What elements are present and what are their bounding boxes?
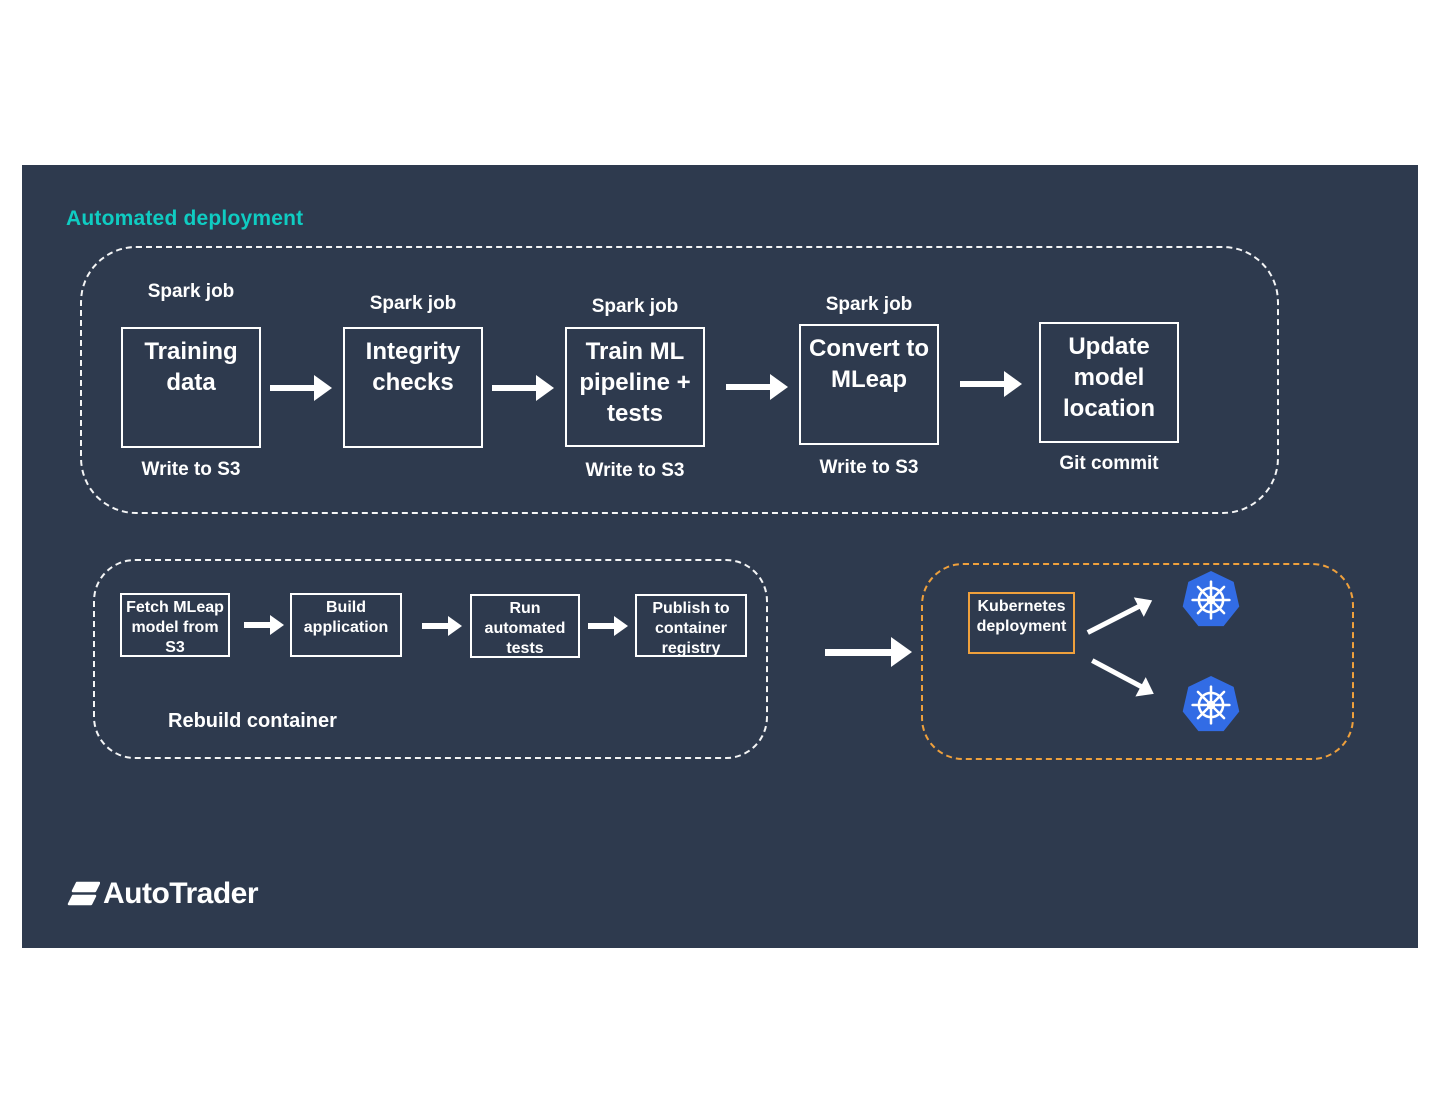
arrow-right-icon	[588, 616, 628, 636]
step-box-publish-registry: Publish to container registry	[635, 594, 747, 657]
step-box-run-tests: Run automated tests	[470, 594, 580, 658]
step-box-fetch-mleap: Fetch MLeap model from S3	[120, 593, 230, 657]
arrow-right-icon	[270, 375, 332, 401]
brand-logo: AutoTrader	[66, 877, 259, 911]
arrow-right-icon	[960, 371, 1022, 397]
station-top-label: Spark job	[591, 296, 679, 317]
arrow-head	[1004, 371, 1022, 397]
station-bottom-label: Write to S3	[819, 457, 919, 478]
station-bottom-label: Write to S3	[585, 460, 685, 481]
arrow-shaft	[825, 649, 894, 656]
arrow-head	[448, 616, 462, 636]
arrow-shaft	[422, 623, 451, 629]
pipeline-box-update-model: Update model location	[1039, 322, 1179, 443]
pipeline-box-train-ml: Train ML pipeline + tests	[565, 327, 705, 447]
station-bottom-label: Git commit	[1059, 453, 1159, 474]
pipeline-box-training-data: Training data	[121, 327, 261, 448]
autotrader-flag-icon	[67, 881, 100, 906]
arrow-shaft	[960, 381, 1006, 387]
arrow-head	[270, 615, 284, 635]
station-top-label: Spark job	[369, 293, 457, 314]
kubernetes-cluster-container	[921, 563, 1354, 760]
arrow-right-icon	[244, 615, 284, 635]
step-box-build-application: Build application	[290, 593, 402, 657]
arrow-shaft	[588, 623, 617, 629]
arrow-head	[891, 637, 912, 667]
arrow-right-icon	[726, 374, 788, 400]
pipeline-box-convert-mleap: Convert to MLeap	[799, 324, 939, 445]
kubernetes-logo-icon	[1182, 570, 1240, 627]
slide-canvas: Automated deployment Spark job Training …	[22, 165, 1418, 948]
kubernetes-deployment-box: Kubernetes deployment	[968, 592, 1075, 654]
brand-name: AutoTrader	[103, 877, 259, 910]
station-top-label: Spark job	[825, 294, 913, 315]
arrow-head	[536, 375, 554, 401]
station-top-label: Spark job	[147, 281, 235, 302]
rebuild-container	[93, 559, 768, 759]
spark-pipeline-container	[80, 246, 1279, 514]
arrow-head	[614, 616, 628, 636]
arrow-right-icon	[492, 375, 554, 401]
arrow-shaft	[270, 385, 316, 391]
arrow-right-icon	[825, 637, 912, 667]
kubernetes-logo-icon	[1182, 675, 1240, 732]
pipeline-box-integrity-checks: Integrity checks	[343, 327, 483, 448]
slide-title: Automated deployment	[66, 207, 304, 230]
station-bottom-label: Write to S3	[141, 459, 241, 480]
arrow-shaft	[726, 384, 772, 390]
rebuild-container-label: Rebuild container	[168, 710, 337, 732]
arrow-shaft	[492, 385, 538, 391]
arrow-head	[770, 374, 788, 400]
arrow-right-icon	[422, 616, 462, 636]
arrow-shaft	[244, 622, 273, 628]
arrow-head	[314, 375, 332, 401]
